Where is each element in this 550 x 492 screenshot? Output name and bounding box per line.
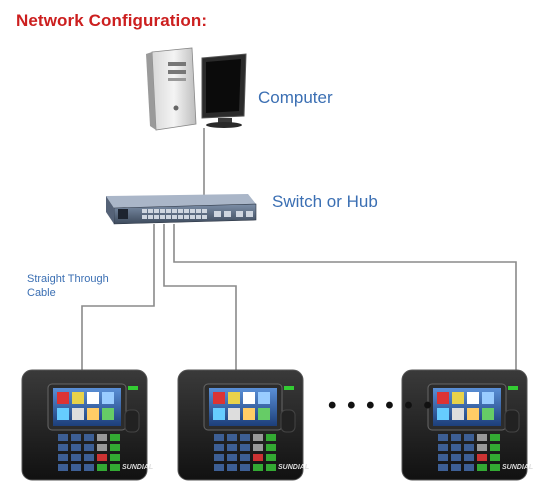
cable-label: Straight Through Cable: [27, 272, 137, 300]
more-devices-ellipsis: • • • • • •: [328, 392, 434, 419]
attendance-terminal-1: SUNDIAL: [21, 369, 153, 481]
cable-switch-device1: [81, 224, 155, 376]
cable-label-line1: Straight Through: [27, 273, 109, 285]
switch-label: Switch or Hub: [272, 192, 378, 211]
attendance-terminal-2: SUNDIAL: [177, 369, 309, 481]
cables: [81, 128, 517, 376]
computer-icon: [146, 47, 247, 131]
brand-logo: SUNDIAL: [502, 464, 533, 471]
diagram-title: Network Configuration:: [16, 11, 208, 30]
cable-switch-device2: [163, 224, 237, 376]
computer-label: Computer: [258, 88, 333, 107]
brand-logo: SUNDIAL: [278, 464, 309, 471]
attendance-terminal-3: SUNDIAL: [401, 369, 533, 481]
cable-switch-device3: [173, 224, 517, 376]
brand-logo: SUNDIAL: [122, 464, 153, 471]
cable-label-line2: Cable: [27, 287, 56, 299]
switch-icon: [106, 194, 257, 225]
